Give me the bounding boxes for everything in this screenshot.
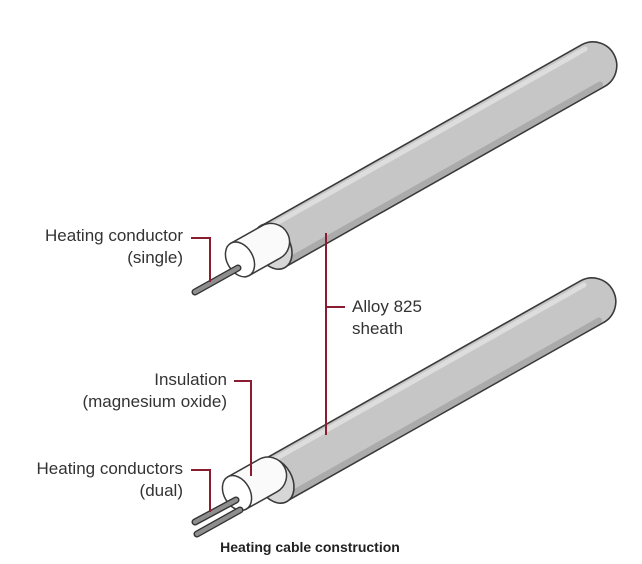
label-line: sheath	[352, 319, 404, 338]
leader-insulation	[234, 380, 252, 476]
conductor-wire-fill	[192, 265, 241, 295]
leader-dual-conductors	[191, 469, 211, 512]
label-alloy-sheath: Alloy 825 sheath	[352, 296, 422, 340]
single-conductor-cable	[191, 41, 618, 296]
sheath-body	[262, 277, 617, 503]
label-line: (dual)	[139, 481, 183, 500]
sheath-body	[260, 41, 618, 269]
dual-conductor-cable	[191, 277, 617, 538]
sheath-highlight	[265, 282, 587, 466]
sheath-bottom	[255, 277, 617, 504]
label-insulation: Insulation (magnesium oxide)	[82, 369, 227, 413]
conductor-single	[191, 264, 242, 296]
insulation-top	[224, 222, 291, 278]
label-heating-conductors-dual: Heating conductors (dual)	[37, 458, 183, 502]
conductor-wire-upper-fill	[192, 497, 239, 525]
conductor-wire-lower-fill	[194, 507, 243, 537]
sheath-top	[253, 41, 618, 270]
sheath-highlight	[263, 46, 588, 232]
sheath-shadow	[285, 317, 602, 499]
figure-caption: Heating cable construction	[220, 539, 400, 555]
label-line: (single)	[127, 248, 183, 267]
label-line: Alloy 825	[352, 297, 422, 316]
leader-lines	[191, 233, 345, 512]
label-line: Heating conductors	[36, 459, 183, 478]
label-line: (magnesium oxide)	[82, 392, 227, 411]
label-heating-conductor-single: Heating conductor (single)	[45, 225, 183, 269]
leader-single-conductor	[191, 237, 211, 282]
conductor-dual	[191, 496, 244, 538]
label-line: Heating conductor	[45, 226, 183, 245]
sheath-shadow	[283, 81, 603, 265]
label-line: Insulation	[154, 370, 227, 389]
